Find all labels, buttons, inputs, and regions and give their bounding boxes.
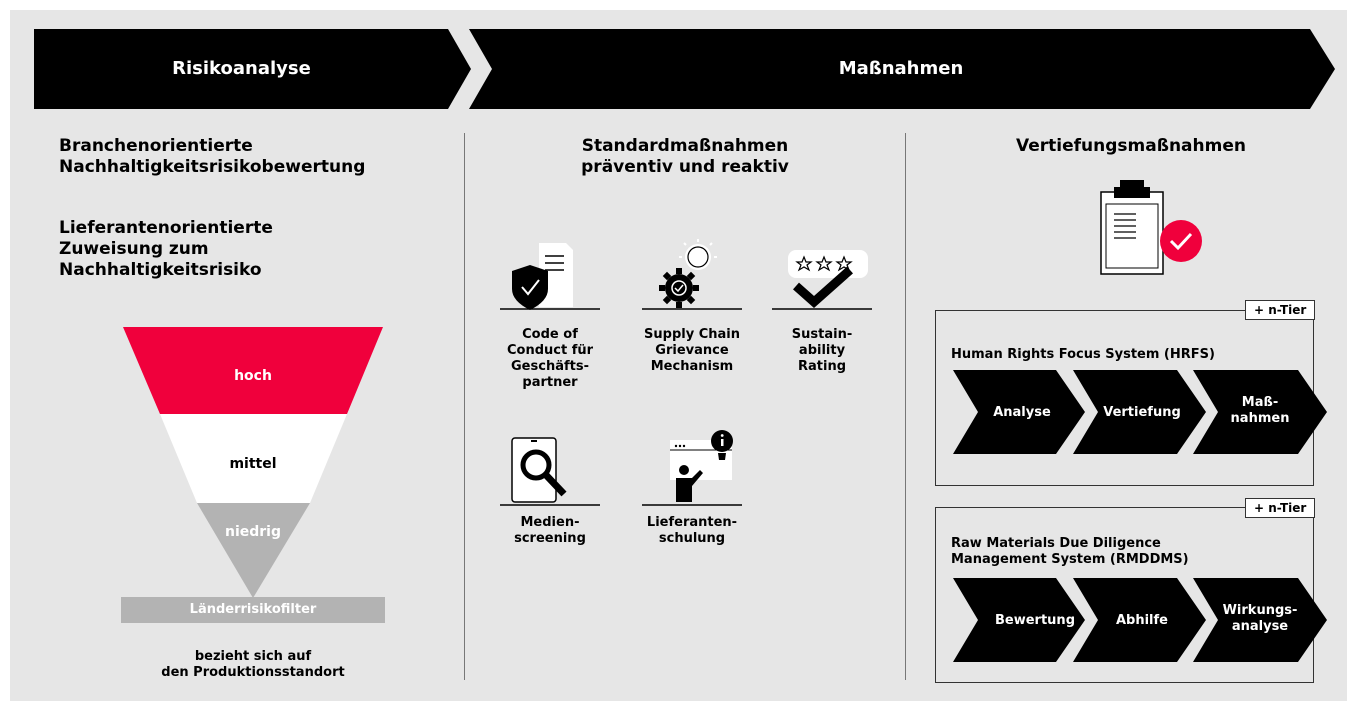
deep-heading: Vertiefungsmaßnahmen: [1016, 136, 1246, 156]
funnel-high-label: hoch: [234, 368, 272, 384]
rmddms-step-2-label: Abhilfe: [1115, 613, 1168, 628]
rmddms-step-1: [953, 578, 1085, 662]
shield-document-icon: [500, 243, 600, 310]
clipboard-check-icon: [1100, 180, 1202, 275]
hrfs-process: [953, 370, 1327, 454]
rmddms-process: [953, 578, 1327, 662]
risk-heading-sector: Branchenorientierte Nachhaltigkeitsrisik…: [59, 136, 366, 177]
standard-item-rating: Sustain- ability Rating: [791, 327, 853, 374]
rmddms-step-3-label: Wirkungs- analyse: [1222, 603, 1298, 634]
diagram-canvas: Risikoanalyse Maßnahmen Branchenorientie…: [10, 10, 1347, 701]
rmddms-box: [935, 507, 1314, 683]
funnel-low: [197, 503, 310, 598]
risk-note: bezieht sich auf den Produktionsstandort: [161, 649, 345, 680]
rmddms-step-1-label: Bewertung: [995, 613, 1075, 628]
header-band: [34, 29, 1335, 109]
rmddms-n-tier-tag: + n-Tier: [1245, 498, 1316, 518]
country-risk-filter-label: Länderrisikofilter: [189, 602, 317, 617]
standard-item-supplier-training: Lieferanten- schulung: [646, 515, 738, 546]
header-risk-chevron: [34, 29, 471, 109]
gear-lightbulb-icon: [642, 239, 742, 310]
risk-funnel: [121, 327, 385, 623]
hrfs-n-tier-tag: + n-Tier: [1245, 300, 1316, 320]
rmddms-step-3: [1193, 578, 1327, 662]
hrfs-step-3: [1193, 370, 1327, 454]
hrfs-step-2-label: Vertiefung: [1103, 405, 1181, 420]
standard-item-media-screening: Medien- screening: [514, 515, 586, 546]
funnel-medium-label: mittel: [229, 456, 277, 472]
hrfs-step-1-label: Analyse: [993, 405, 1051, 420]
hrfs-step-1: [953, 370, 1085, 454]
star-rating-check-icon: [772, 250, 872, 310]
country-risk-filter: [121, 597, 385, 623]
hrfs-step-2: [1073, 370, 1206, 454]
divider-right: [905, 133, 906, 680]
standard-heading: Standardmaßnahmen präventiv und reaktiv: [581, 136, 789, 177]
rmddms-step-2: [1073, 578, 1206, 662]
tablet-magnifier-icon: [500, 437, 600, 506]
funnel-high: [123, 327, 383, 414]
standard-item-code-of-conduct: Code of Conduct für Geschäfts- partner: [506, 327, 594, 390]
divider-left: [464, 133, 465, 680]
header-measures-chevron: [469, 29, 1335, 109]
risk-heading-supplier: Lieferantenorientierte Zuweisung zum Nac…: [59, 218, 273, 280]
hrfs-title: Human Rights Focus System (HRFS): [951, 347, 1215, 362]
funnel-medium: [160, 414, 347, 503]
header-measures-label: Maßnahmen: [838, 58, 964, 79]
header-risk-label: Risikoanalyse: [172, 58, 311, 79]
standard-item-grievance: Supply Chain Grievance Mechanism: [644, 327, 740, 374]
rmddms-title: Raw Materials Due Diligence Management S…: [951, 536, 1189, 567]
presenter-board-icon: [642, 430, 742, 506]
hrfs-step-3-label: Maß- nahmen: [1230, 395, 1290, 426]
funnel-low-label: niedrig: [224, 524, 281, 540]
